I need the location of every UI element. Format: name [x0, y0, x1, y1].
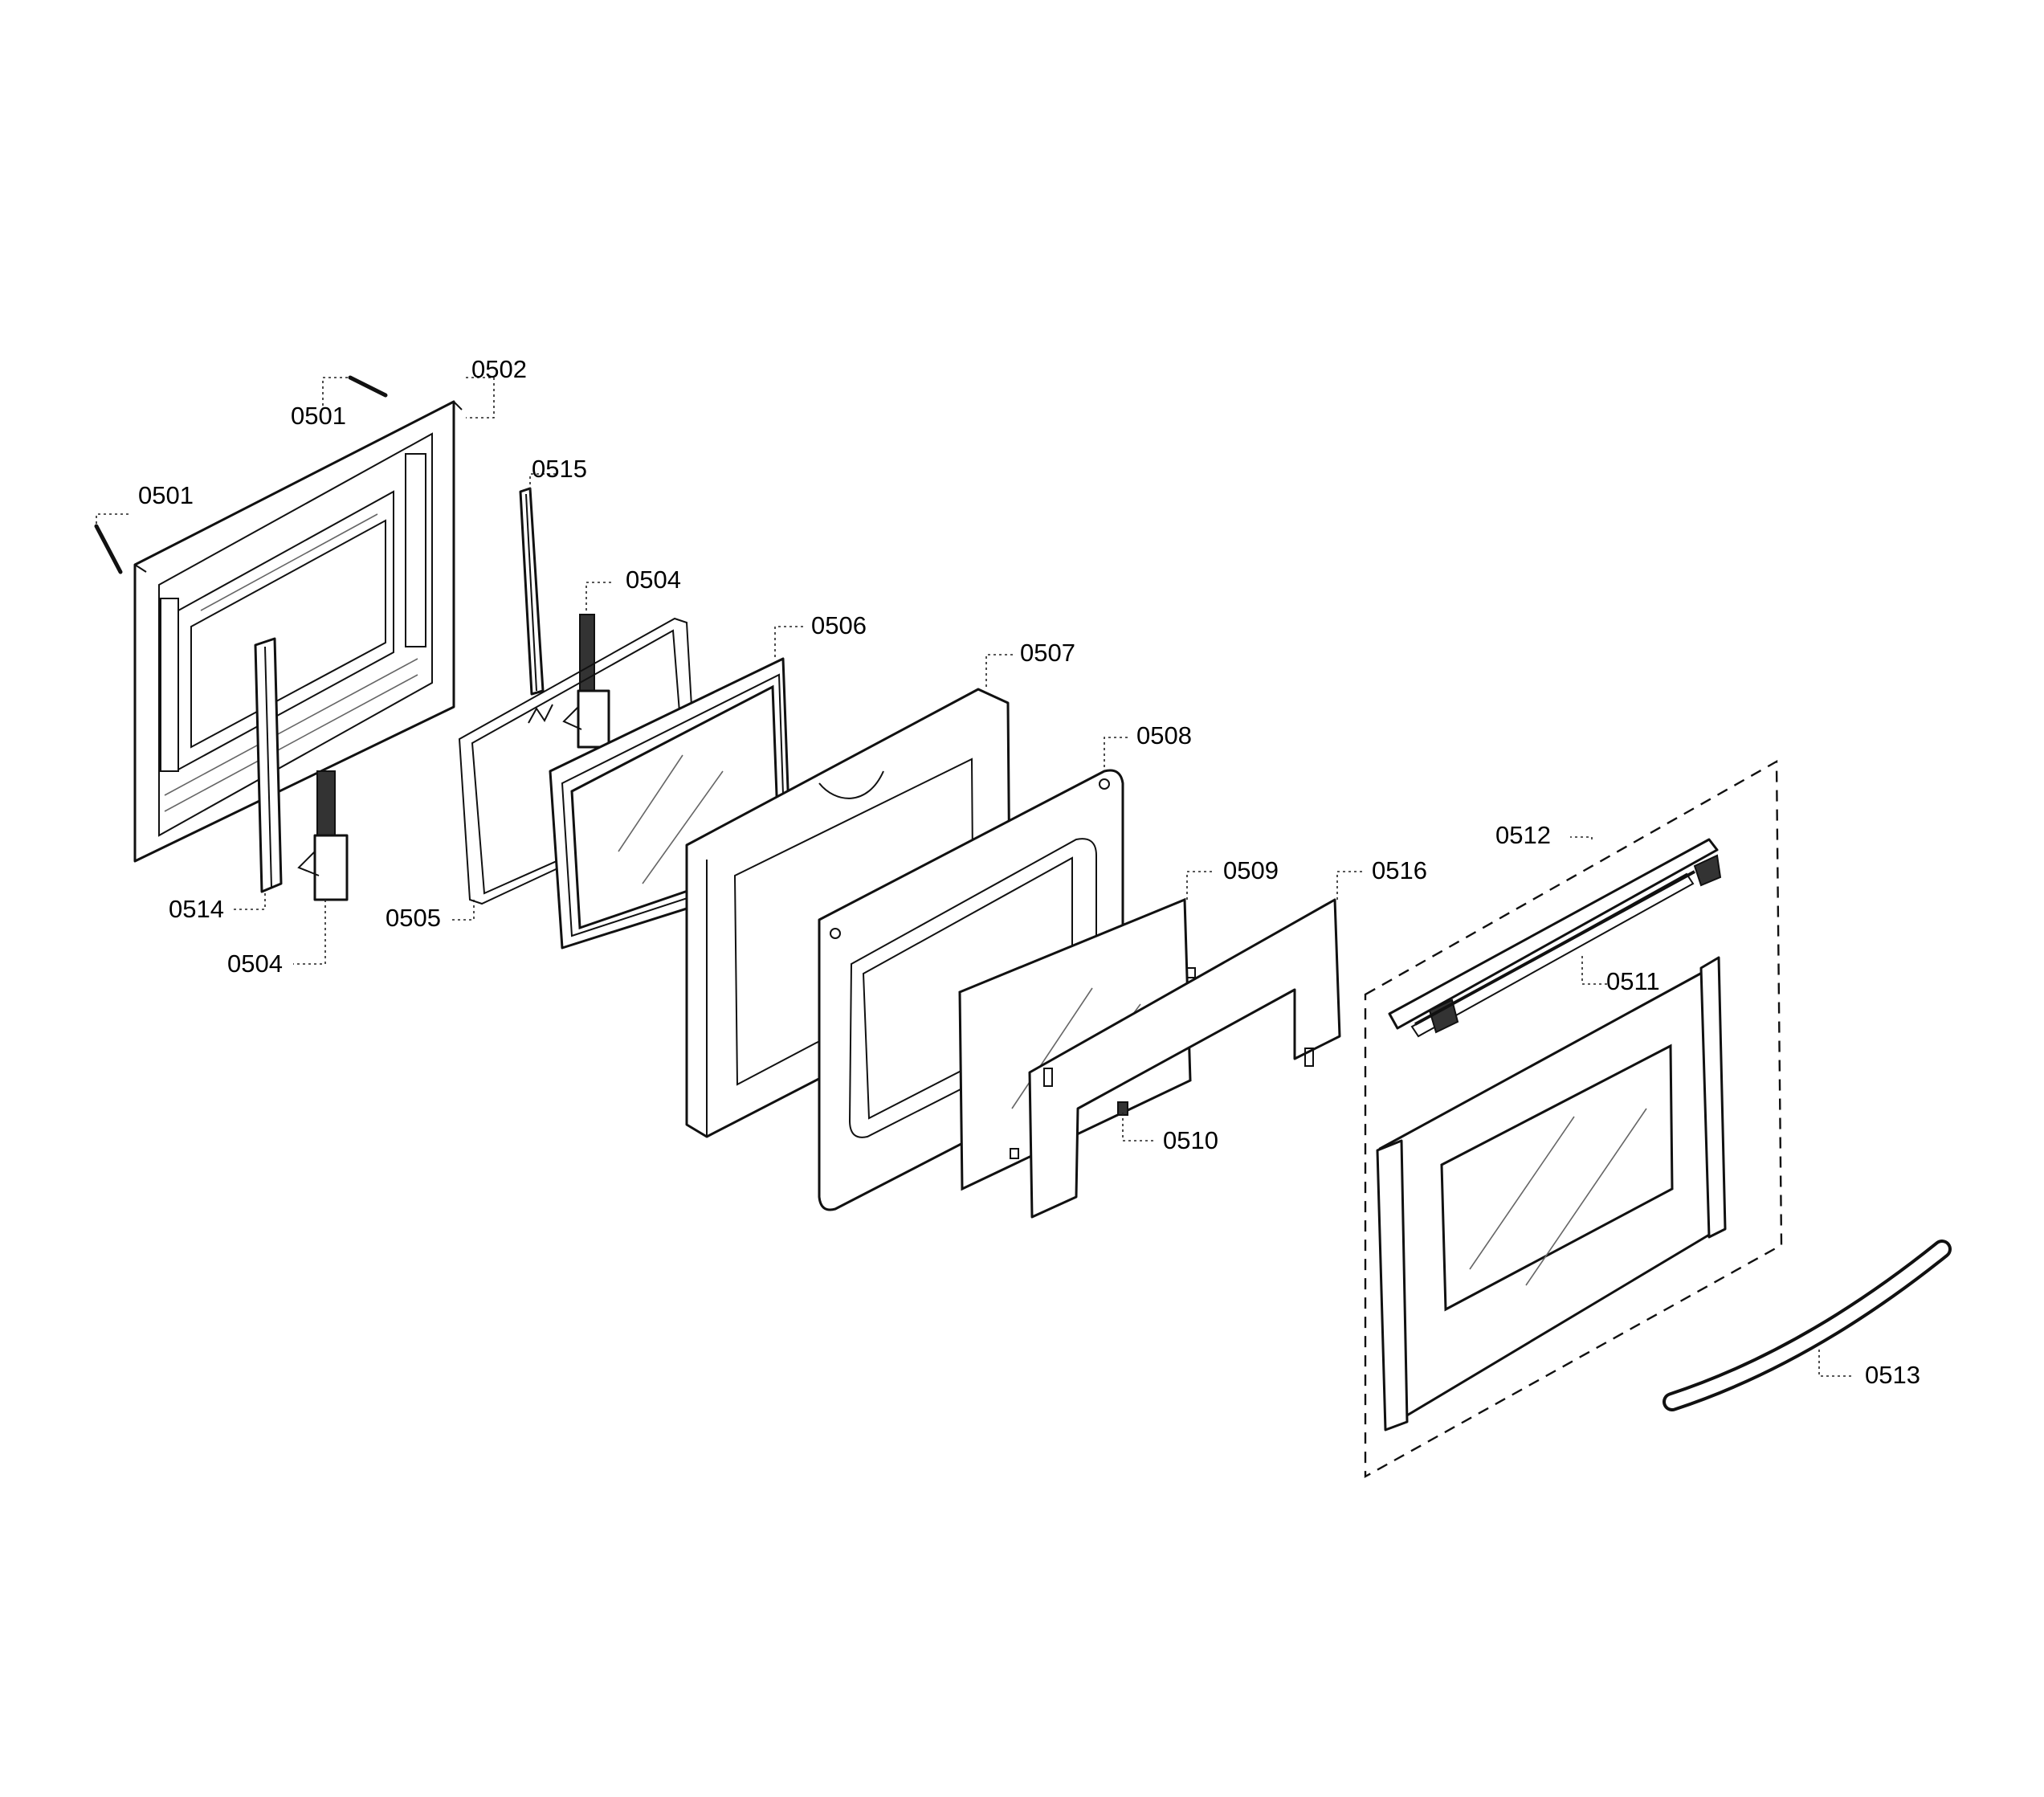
part-0516-bracket[interactable] [1028, 898, 1341, 1219]
label-0506[interactable]: 0506 [811, 611, 867, 639]
label-0509[interactable]: 0509 [1223, 856, 1279, 884]
outer-door-assembly-outline [1364, 759, 1783, 1479]
part-labels: 0501 0501 0502 0515 0504 0506 0507 0508 … [138, 355, 1920, 1389]
label-0507[interactable]: 0507 [1020, 639, 1075, 667]
part-0513-handle[interactable] [1663, 1240, 1952, 1411]
label-0515[interactable]: 0515 [532, 455, 587, 483]
label-0502[interactable]: 0502 [471, 355, 527, 383]
label-0504-lower[interactable]: 0504 [227, 950, 283, 978]
label-0516[interactable]: 0516 [1372, 856, 1427, 884]
part-0504-hinge-lower[interactable] [297, 770, 349, 901]
part-0511-trim-rod[interactable] [1414, 870, 1695, 1026]
part-0515-hinge-rod[interactable] [519, 487, 545, 696]
outer-door-glass[interactable] [1376, 956, 1727, 1431]
label-0510[interactable]: 0510 [1163, 1126, 1218, 1154]
label-0514[interactable]: 0514 [169, 895, 224, 923]
label-0504-upper[interactable]: 0504 [626, 566, 681, 594]
label-0513[interactable]: 0513 [1865, 1361, 1920, 1389]
leader-lines [96, 377, 1851, 1377]
label-0501-left[interactable]: 0501 [138, 481, 194, 509]
part-0502-inner-door-frame[interactable] [133, 400, 463, 863]
label-0512[interactable]: 0512 [1495, 821, 1551, 849]
label-0511[interactable]: 0511 [1606, 967, 1660, 995]
part-0504-hinge-upper[interactable] [562, 614, 610, 749]
label-0501-top[interactable]: 0501 [291, 402, 346, 430]
part-0512-top-trim[interactable] [1388, 838, 1722, 1038]
label-0505[interactable]: 0505 [386, 904, 441, 932]
label-0508[interactable]: 0508 [1136, 721, 1192, 749]
part-0501-pin-top[interactable] [348, 375, 388, 398]
part-0501-pin-left[interactable] [94, 524, 123, 574]
part-0514-hinge-channel[interactable] [254, 637, 283, 893]
